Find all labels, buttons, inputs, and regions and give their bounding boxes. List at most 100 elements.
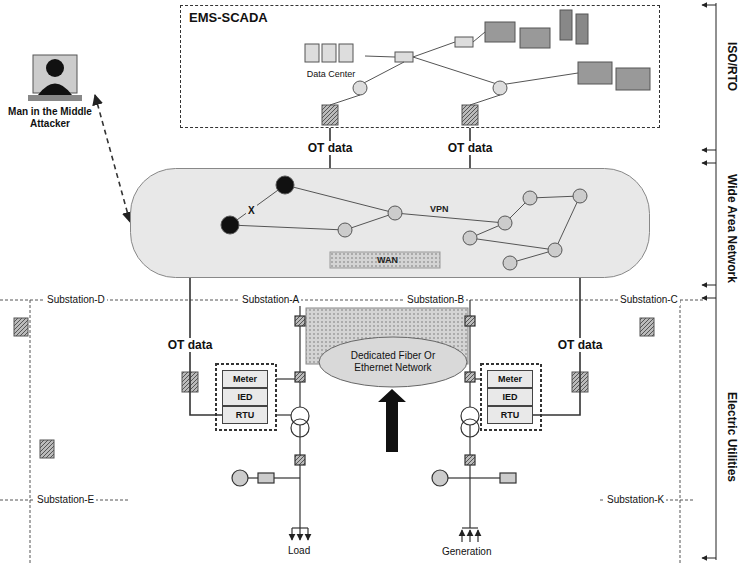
- control-center-equipment: [455, 37, 473, 47]
- rtu-box: RTU: [222, 406, 268, 424]
- control-center-equipment: [395, 52, 413, 62]
- substation-label: Substation-C: [618, 294, 680, 306]
- attacker-icon: [46, 59, 64, 77]
- substation-a-equipment: [295, 455, 305, 465]
- substation-label: Substation-D: [45, 294, 107, 306]
- substation-b-equipment: [448, 477, 470, 478]
- edge-label: OT data: [306, 141, 355, 155]
- node-text: Meter: [228, 373, 262, 385]
- zone-bracket: [702, 3, 716, 560]
- data-link: [95, 95, 130, 222]
- substation-a-equipment: [276, 414, 291, 415]
- substation-a-equipment: [258, 473, 274, 483]
- node-text: RTU: [228, 409, 262, 421]
- control-center-equipment: [470, 95, 500, 105]
- router-link: [555, 196, 580, 250]
- substation-bus: [30, 300, 31, 563]
- meter-box: Meter: [222, 370, 268, 388]
- fiber-network: Dedicated Fiber Or Ethernet Network: [318, 336, 468, 388]
- substation-b-equipment: [477, 530, 478, 542]
- substation-label: Substation-B: [405, 294, 466, 306]
- control-center-equipment: [576, 14, 588, 44]
- router-symbol: [573, 189, 587, 203]
- substation-b-equipment: [481, 364, 541, 430]
- substation-b-equipment: [432, 470, 448, 486]
- rtu-box: RTU: [487, 406, 533, 424]
- control-center-equipment: [473, 32, 485, 42]
- control-center-equipment: [330, 95, 360, 105]
- control-center-equipment: [520, 28, 550, 48]
- load-label: Load: [286, 545, 312, 557]
- control-center-equipment: [616, 68, 650, 90]
- substation-a-equipment: [216, 364, 276, 430]
- substation-a-equipment: [216, 300, 309, 540]
- router-symbol: [221, 216, 239, 234]
- node-text: IED: [228, 391, 262, 403]
- control-center-box: EMS-SCADA Data Center: [180, 5, 660, 128]
- substation-b-equipment: [500, 473, 516, 483]
- substation-a-equipment: [291, 419, 309, 437]
- substation-b-equipment: [465, 455, 475, 465]
- control-center-equipment: [322, 105, 338, 125]
- cut-mark: X: [246, 205, 257, 217]
- edge-label: OT data: [166, 338, 215, 352]
- router-symbol: [498, 216, 512, 230]
- data-center: Data Center: [296, 41, 366, 79]
- router-link: [530, 196, 580, 198]
- zone-bracket: [702, 163, 716, 164]
- substation-b-equipment: [465, 316, 475, 326]
- substation-b-equipment: [461, 419, 479, 437]
- substation-a-equipment: [291, 528, 292, 540]
- node-text: EMS-SCADA: [189, 10, 268, 25]
- cloud-outline: [131, 169, 650, 278]
- substation-b-equipment: [461, 530, 462, 542]
- substation-bus: [0, 300, 705, 563]
- router-symbol: [276, 176, 294, 194]
- router-link: [345, 213, 395, 230]
- substation-b-equipment: [469, 530, 470, 542]
- zone-bracket: [716, 3, 717, 560]
- zone-bracket: [702, 5, 716, 6]
- substation-bus: [680, 300, 681, 563]
- router-link: [395, 213, 505, 223]
- node-text: Meter: [493, 373, 527, 385]
- edge-label: OT data: [446, 141, 495, 155]
- control-center-equipment: [322, 44, 336, 62]
- up-arrow: [378, 389, 406, 452]
- substation-a-equipment: [307, 528, 308, 540]
- substation-b-equipment: [432, 300, 541, 542]
- attacker-icon: [28, 55, 82, 101]
- node-text: Data Center: [296, 69, 366, 79]
- edge-label: OT data: [556, 338, 605, 352]
- substation-a-equipment: [295, 316, 305, 326]
- attacker-icon: [38, 84, 72, 96]
- control-center-equipment: [353, 81, 367, 95]
- control-center-equipment: [578, 62, 612, 84]
- substation-b-equipment: [470, 477, 500, 478]
- router-link: [470, 238, 555, 250]
- control-center-equipment: [485, 22, 515, 42]
- zone-bracket: [702, 150, 716, 151]
- control-center-equipment: [360, 62, 404, 85]
- zone-bracket: [702, 285, 716, 286]
- control-center-equipment: [493, 81, 507, 95]
- generation-label: Generation: [440, 546, 493, 558]
- router-link: [285, 185, 395, 213]
- zone-bracket: [702, 558, 716, 559]
- zone-bracket: [702, 298, 716, 299]
- router-link: [230, 185, 285, 225]
- substation-b-equipment: [465, 372, 475, 382]
- control-center-equipment: [500, 73, 578, 85]
- substation-a-equipment: [295, 372, 305, 382]
- ied-box: IED: [487, 388, 533, 406]
- ellipse-outline: [319, 337, 467, 387]
- router-link: [230, 225, 345, 230]
- wan-cloud: VPNWAN: [130, 168, 650, 278]
- wan-bar: [330, 252, 440, 268]
- substation-b-equipment: [475, 378, 481, 379]
- site-firewalls: [14, 318, 28, 336]
- control-center-equipment: [305, 10, 650, 125]
- substation-a-equipment: [232, 470, 248, 486]
